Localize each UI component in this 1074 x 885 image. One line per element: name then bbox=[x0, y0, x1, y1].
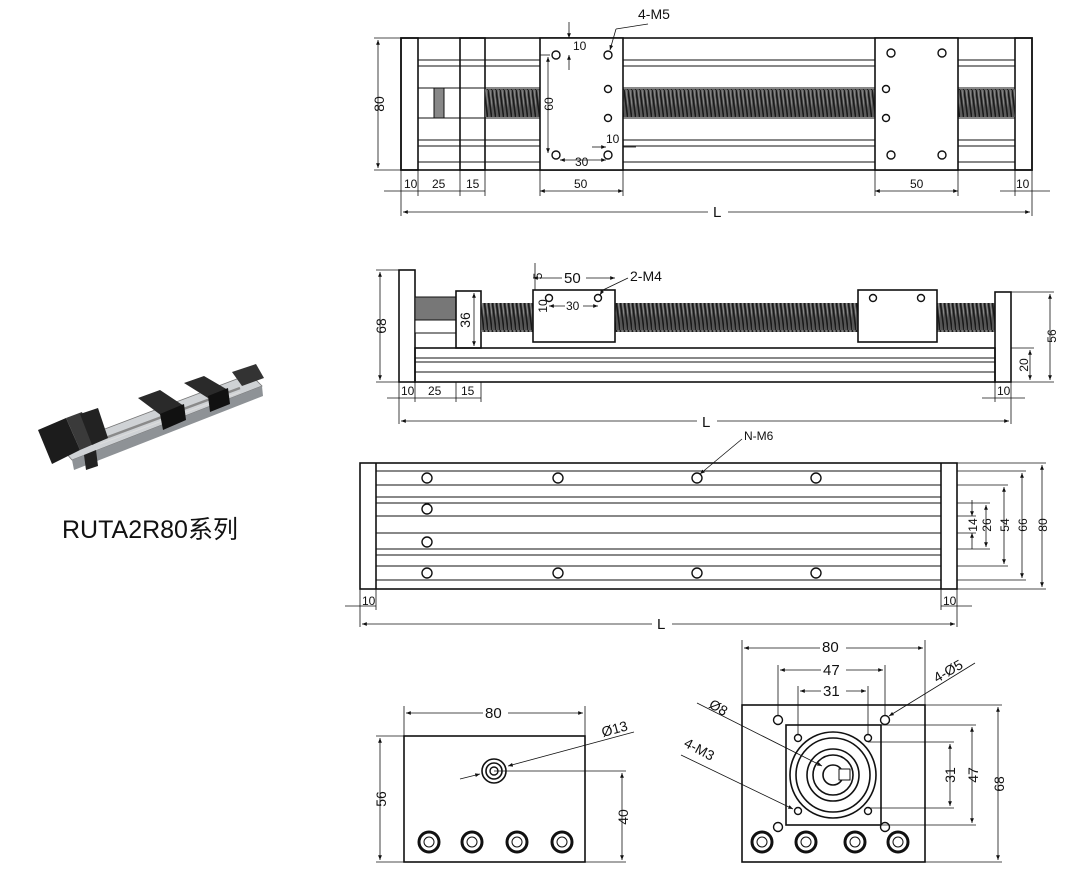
bottom-b10-label: 10 bbox=[362, 594, 376, 608]
side-w50-label: 50 bbox=[564, 270, 581, 287]
end-right-w80-label: 80 bbox=[822, 639, 839, 656]
side-h36-label: 36 bbox=[457, 312, 473, 328]
top-view: 80 60 10 4-M5 30 10 10 25 15 50 50 10 bbox=[371, 6, 1050, 221]
top-v10-label: 10 bbox=[573, 39, 587, 53]
top-length-label: L bbox=[713, 204, 721, 221]
product-image bbox=[38, 364, 264, 470]
top-b50a-label: 50 bbox=[574, 177, 588, 191]
side-v10-label: 10 bbox=[536, 299, 550, 313]
end-right-w47-label: 47 bbox=[823, 662, 840, 679]
top-b25-label: 25 bbox=[432, 177, 446, 191]
end-left-width-label: 80 bbox=[485, 705, 502, 722]
product-title: RUTA2R80系列 bbox=[62, 516, 238, 544]
end-right-screws-label: 4-M3 bbox=[682, 735, 718, 764]
side-b25-label: 25 bbox=[428, 384, 442, 398]
bottom-length-label: L bbox=[657, 616, 665, 633]
side-v5-label: 5 bbox=[531, 272, 545, 279]
side-h30-label: 30 bbox=[566, 299, 580, 313]
side-b10-label: 10 bbox=[401, 384, 415, 398]
bottom-thread-label: N-M6 bbox=[744, 429, 774, 443]
top-b10r-label: 10 bbox=[1016, 177, 1030, 191]
end-view-left: 80 56 40 Ø13 bbox=[373, 705, 635, 863]
top-height-label: 80 bbox=[371, 96, 387, 112]
top-h30-label: 30 bbox=[575, 155, 589, 169]
end-view-right: 80 47 31 4-Ø5 Ø8 4-M3 31 47 68 bbox=[680, 639, 1007, 863]
end-right-v68-label: 68 bbox=[991, 776, 1007, 792]
end-right-v47-label: 47 bbox=[965, 767, 981, 783]
side-thread-label: 2-M4 bbox=[630, 268, 662, 284]
end-left-center-label: 40 bbox=[615, 809, 631, 825]
end-left-bore-label: Ø13 bbox=[600, 718, 630, 740]
top-b15-label: 15 bbox=[466, 177, 480, 191]
bottom-d26-label: 26 bbox=[980, 518, 994, 532]
side-right56-label: 56 bbox=[1045, 329, 1059, 343]
end-right-bolts bbox=[750, 830, 910, 854]
end-left-bolts bbox=[417, 830, 574, 854]
top-thread-label: 4-M5 bbox=[638, 6, 670, 22]
bottom-b10r-label: 10 bbox=[943, 594, 957, 608]
side-b15-label: 15 bbox=[461, 384, 475, 398]
end-right-v31-label: 31 bbox=[942, 767, 958, 783]
side-right20-label: 20 bbox=[1017, 358, 1031, 372]
top-b50b-label: 50 bbox=[910, 177, 924, 191]
side-b10r-label: 10 bbox=[997, 384, 1011, 398]
top-b10-label: 10 bbox=[404, 177, 418, 191]
end-left-height-label: 56 bbox=[373, 791, 389, 807]
side-view: 68 36 5 50 30 10 2-M4 56 20 10 25 15 10 bbox=[373, 263, 1059, 431]
bottom-d80-label: 80 bbox=[1036, 518, 1050, 532]
end-right-holes-label: 4-Ø5 bbox=[931, 656, 966, 686]
side-height-label: 68 bbox=[373, 318, 389, 334]
bottom-view: N-M6 14 26 54 66 80 10 10 L bbox=[345, 429, 1050, 633]
bottom-d66-label: 66 bbox=[1016, 518, 1030, 532]
bottom-d54-label: 54 bbox=[998, 518, 1012, 532]
side-length-label: L bbox=[702, 414, 710, 431]
top-h10-label: 10 bbox=[606, 132, 620, 146]
end-right-shaft-label: Ø8 bbox=[707, 696, 731, 719]
top-v60-label: 60 bbox=[542, 97, 556, 111]
bottom-d14-label: 14 bbox=[966, 518, 980, 532]
end-right-w31-label: 31 bbox=[823, 683, 840, 700]
